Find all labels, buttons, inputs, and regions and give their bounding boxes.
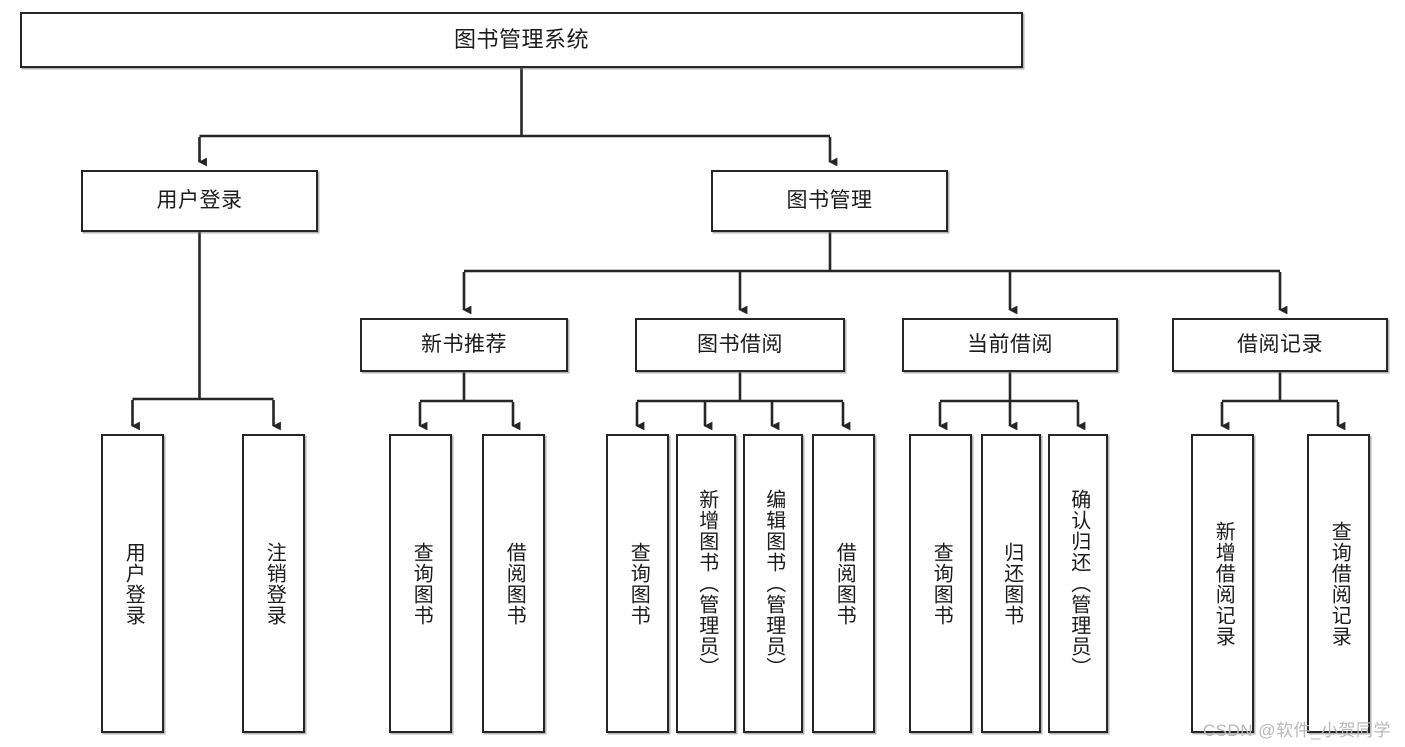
node-book-borrow-label: 图书借阅 — [697, 332, 783, 356]
node-root[interactable]: 图书管理系统 — [20, 12, 1023, 68]
node-leaf-query-record[interactable]: 查询借阅记录 — [1307, 434, 1370, 733]
node-leaf-edit-book-label: 编辑图书（管理员） — [762, 489, 785, 678]
node-leaf-query-book-2[interactable]: 查询图书 — [606, 434, 669, 733]
node-root-label: 图书管理系统 — [453, 27, 589, 53]
node-leaf-add-record-label: 新增借阅记录 — [1212, 520, 1235, 647]
node-leaf-user-logout-label: 注销登录 — [263, 541, 286, 626]
node-new-book-recommend-label: 新书推荐 — [421, 332, 507, 356]
node-leaf-borrow-book-2[interactable]: 借阅图书 — [812, 434, 875, 733]
node-current-borrow-label: 当前借阅 — [967, 332, 1053, 356]
node-leaf-borrow-book-1[interactable]: 借阅图书 — [482, 434, 545, 733]
node-borrow-record[interactable]: 借阅记录 — [1172, 318, 1388, 372]
node-current-borrow[interactable]: 当前借阅 — [902, 318, 1118, 372]
node-book-management[interactable]: 图书管理 — [711, 170, 948, 232]
node-leaf-query-book-1-label: 查询图书 — [410, 541, 433, 626]
node-leaf-query-book-2-label: 查询图书 — [627, 541, 650, 626]
watermark: CSDN @软件_小贺同学 — [1202, 721, 1391, 740]
node-leaf-return-book[interactable]: 归还图书 — [981, 434, 1041, 733]
node-leaf-user-login-label: 用户登录 — [122, 541, 145, 626]
node-leaf-confirm-return-label: 确认归还（管理员） — [1067, 489, 1090, 678]
node-new-book-recommend[interactable]: 新书推荐 — [360, 318, 568, 372]
node-leaf-return-book-label: 归还图书 — [1000, 541, 1023, 626]
node-leaf-borrow-book-1-label: 借阅图书 — [503, 541, 526, 626]
node-leaf-confirm-return[interactable]: 确认归还（管理员） — [1048, 434, 1108, 733]
node-leaf-query-book-3-label: 查询图书 — [930, 541, 953, 626]
node-book-management-label: 图书管理 — [786, 188, 873, 212]
node-leaf-user-login[interactable]: 用户登录 — [101, 434, 164, 733]
node-leaf-add-book[interactable]: 新增图书（管理员） — [676, 434, 736, 733]
node-leaf-user-logout[interactable]: 注销登录 — [242, 434, 305, 733]
node-book-borrow[interactable]: 图书借阅 — [635, 318, 845, 372]
node-leaf-query-book-3[interactable]: 查询图书 — [909, 434, 972, 733]
node-leaf-add-book-label: 新增图书（管理员） — [695, 489, 718, 678]
node-leaf-query-record-label: 查询借阅记录 — [1328, 520, 1351, 647]
node-leaf-query-book-1[interactable]: 查询图书 — [389, 434, 452, 733]
node-user-login-label: 用户登录 — [156, 188, 243, 212]
node-leaf-edit-book[interactable]: 编辑图书（管理员） — [743, 434, 803, 733]
node-leaf-borrow-book-2-label: 借阅图书 — [833, 541, 856, 626]
node-borrow-record-label: 借阅记录 — [1237, 332, 1323, 356]
node-user-login[interactable]: 用户登录 — [81, 170, 318, 232]
node-leaf-add-record[interactable]: 新增借阅记录 — [1191, 434, 1254, 733]
